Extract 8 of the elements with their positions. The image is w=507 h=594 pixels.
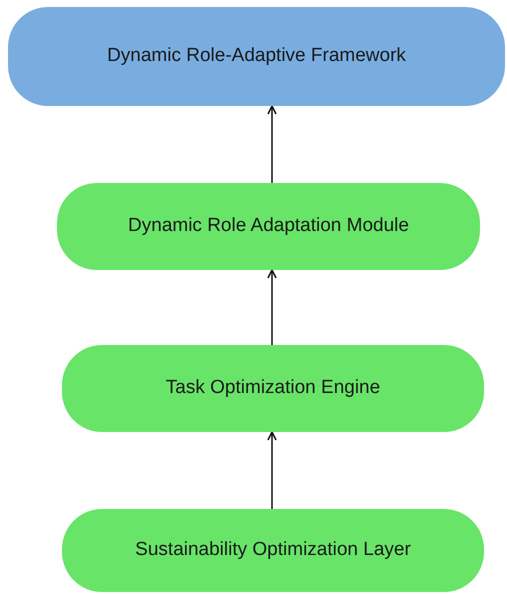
arrow [267,431,277,509]
arrow [267,269,277,345]
process-box [8,7,505,106]
box-label: Dynamic Role Adaptation Module [127,214,410,238]
box-label: Task Optimization Engine [164,376,382,400]
arrow [267,105,277,183]
box-label: Sustainability Optimization Layer [134,538,412,562]
box-label: Dynamic Role-Adaptive Framework [106,44,407,68]
